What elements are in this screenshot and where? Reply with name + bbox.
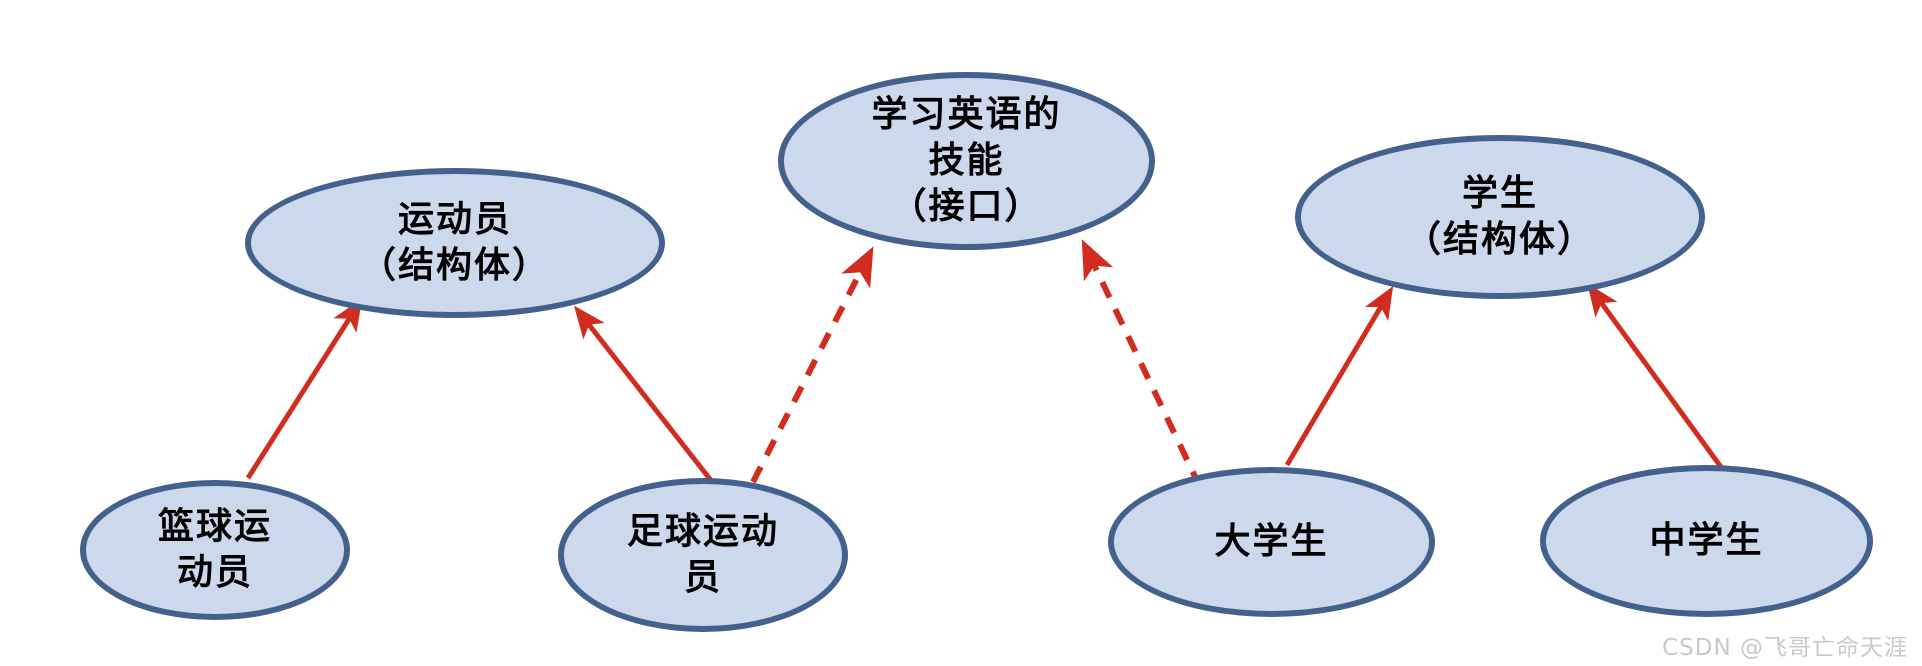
node-basketball-player-label: 篮球运 动员	[157, 505, 272, 593]
node-english-skill-interface-label: 学习英语的 技能 （接口）	[871, 93, 1062, 228]
node-athlete-struct: 运动员 （结构体）	[245, 168, 665, 318]
node-football-player-label: 足球运动 员	[626, 510, 779, 598]
node-student-struct: 学生 （结构体）	[1295, 135, 1705, 299]
arrow-middle-school-student-to-student-struct	[1587, 283, 1724, 469]
arrow-college-student-to-student-struct	[1284, 286, 1394, 467]
node-athlete-struct-label: 运动员 （结构体）	[359, 198, 550, 286]
node-english-skill-interface: 学习英语的 技能 （接口）	[778, 72, 1155, 250]
node-middle-school-student: 中学生	[1540, 465, 1873, 617]
node-basketball-player: 篮球运 动员	[80, 480, 350, 620]
arrow-football-player-to-english-skill-interface	[750, 246, 874, 484]
node-student-struct-label: 学生 （结构体）	[1404, 172, 1595, 260]
node-middle-school-student-label: 中学生	[1649, 519, 1764, 561]
node-college-student: 大学生	[1108, 467, 1435, 617]
arrow-football-player-to-athlete-struct	[573, 305, 715, 485]
arrow-basketball-player-to-athlete-struct	[245, 298, 363, 480]
node-football-player: 足球运动 员	[558, 478, 848, 632]
node-college-student-label: 大学生	[1214, 520, 1329, 562]
watermark: CSDN @飞哥亡命天涯	[1662, 635, 1908, 661]
arrow-college-student-to-english-skill-interface	[1081, 239, 1203, 489]
